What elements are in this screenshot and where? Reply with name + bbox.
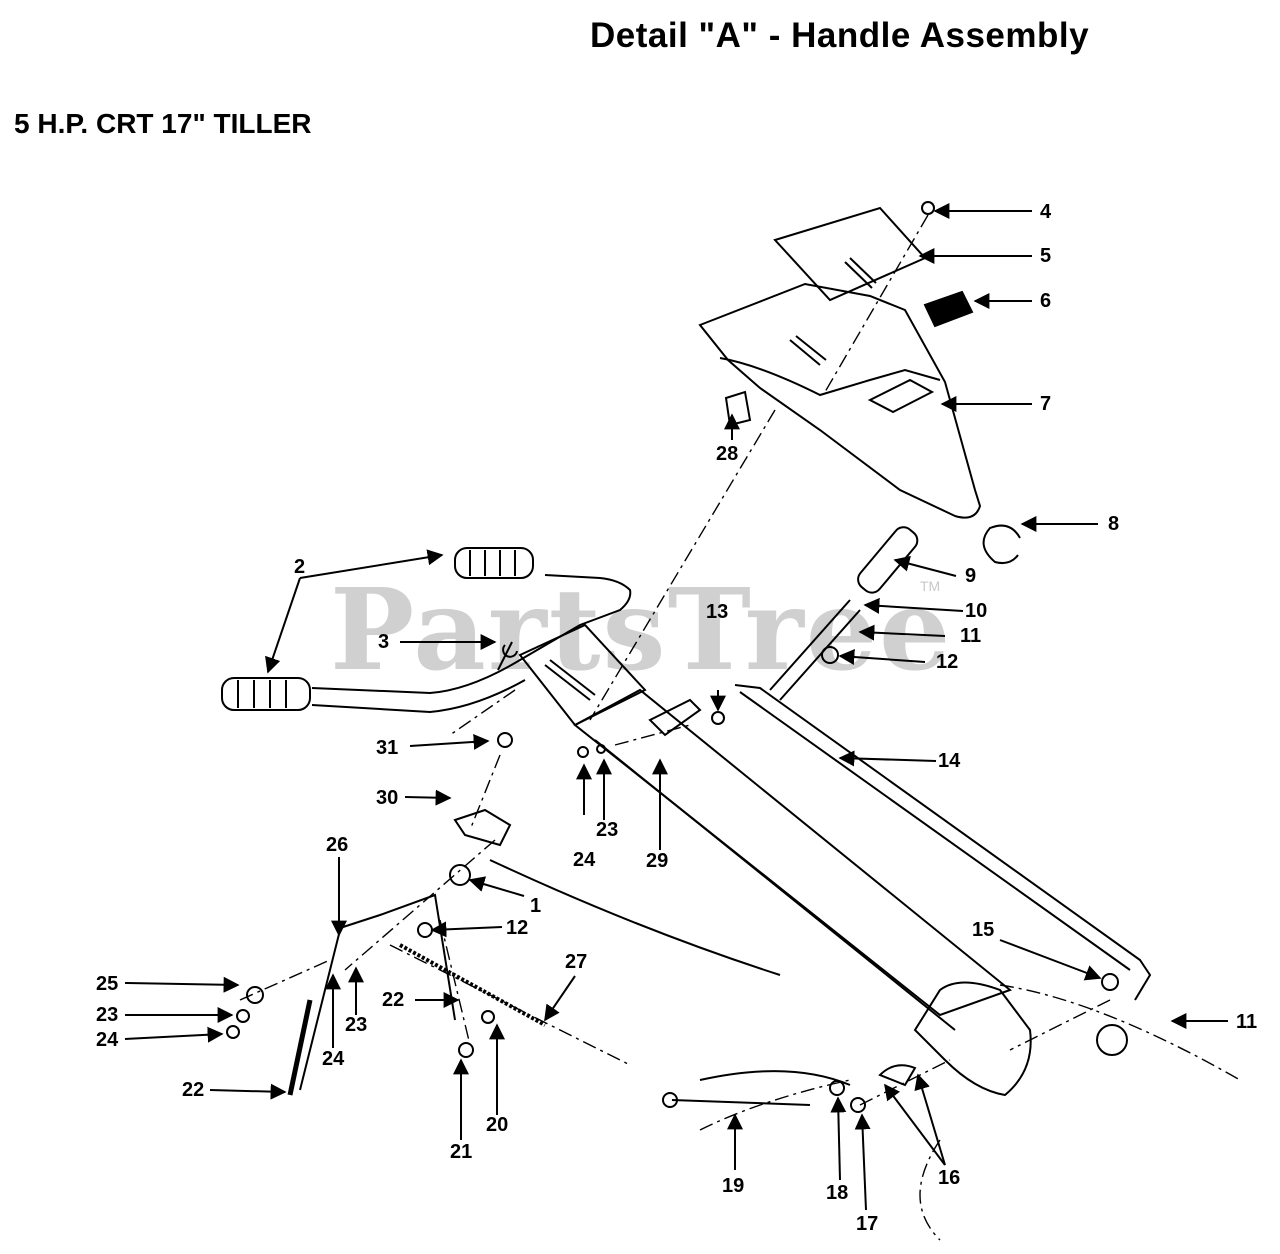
washer-13 [711,711,725,725]
callout-31: 31 [376,737,399,759]
spring [399,943,546,1027]
callout-16: 16 [938,1167,961,1189]
clutch-bail [299,893,456,1091]
control-cable [489,859,781,976]
callout-1: 1 [530,895,542,917]
console-housing [698,282,982,519]
callout-23-left: 23 [96,1004,119,1026]
screw-4 [921,201,935,215]
callout-29: 29 [646,850,669,872]
callout-28: 28 [716,443,739,465]
callout-11-lower: 11 [1236,1011,1258,1033]
washer-23-center [596,744,606,754]
callout-25: 25 [96,973,119,995]
callout-15: 15 [972,919,995,941]
watermark-trademark: TM [920,578,941,594]
callout-6: 6 [1040,290,1052,312]
callout-12-lower: 12 [506,917,529,939]
callout-24-bail: 24 [322,1048,345,1070]
callout-7: 7 [1040,393,1052,415]
callout-4: 4 [1040,201,1052,223]
bracket-30 [453,808,512,847]
nut-12-upper [821,646,839,664]
callout-14: 14 [938,750,961,772]
handlebar [311,574,632,714]
washer-18 [829,1080,845,1096]
shift-lever [769,599,861,701]
callout-21: 21 [450,1141,473,1163]
callout-2: 2 [294,556,306,578]
throttle-rod [287,999,313,1096]
callout-leaders [124,203,1228,1211]
callout-12-upper: 12 [936,651,959,673]
callout-18: 18 [826,1182,849,1204]
callout-9: 9 [965,565,977,587]
handle-tube [573,688,1013,1017]
bracket-28 [724,390,752,427]
nut-24-center [577,746,589,758]
callout-24-left: 24 [96,1029,119,1051]
watermark-logo: PartsTree [330,565,953,696]
throttle-handle [671,1099,811,1106]
callout-26: 26 [326,834,349,856]
callout-30: 30 [376,787,399,809]
grip-upper [454,547,534,579]
nut-15 [1101,973,1119,991]
bolt-31 [497,732,513,748]
callout-11-upper: 11 [960,625,982,647]
callout-8: 8 [1108,513,1120,535]
nut-24-left [226,1025,240,1039]
bolt-20 [481,1010,495,1024]
callout-23-bail: 23 [345,1014,368,1036]
decal [923,290,974,328]
retainer-ring [982,524,1021,565]
nut-12-lower [417,922,433,938]
lower-bracket [913,981,1032,1097]
washer-23-left [236,1009,250,1023]
nut-21 [458,1042,474,1058]
model-subtitle: 5 H.P. CRT 17" TILLER [14,108,312,139]
callout-10: 10 [965,600,988,622]
shift-knob [857,526,919,594]
nut-1 [449,864,471,886]
callout-23-center: 23 [596,819,619,841]
callout-24-center: 24 [573,849,596,871]
callout-17: 17 [856,1213,879,1235]
callout-20: 20 [486,1114,509,1136]
callout-22-lower: 22 [182,1079,205,1101]
callout-3: 3 [378,631,390,653]
diagram-title: Detail "A" - Handle Assembly [590,16,1090,55]
callout-27: 27 [565,951,588,973]
nut-25 [246,986,264,1004]
washer-17 [850,1097,866,1113]
shift-rod [734,684,1152,1001]
callout-13: 13 [706,601,729,623]
handle-mount-plate [518,623,647,727]
bracket-11-lower [1096,1024,1128,1056]
callout-19: 19 [722,1175,745,1197]
grip-lower [221,677,311,711]
callout-22-upper: 22 [382,989,405,1011]
callout-5: 5 [1040,245,1052,267]
